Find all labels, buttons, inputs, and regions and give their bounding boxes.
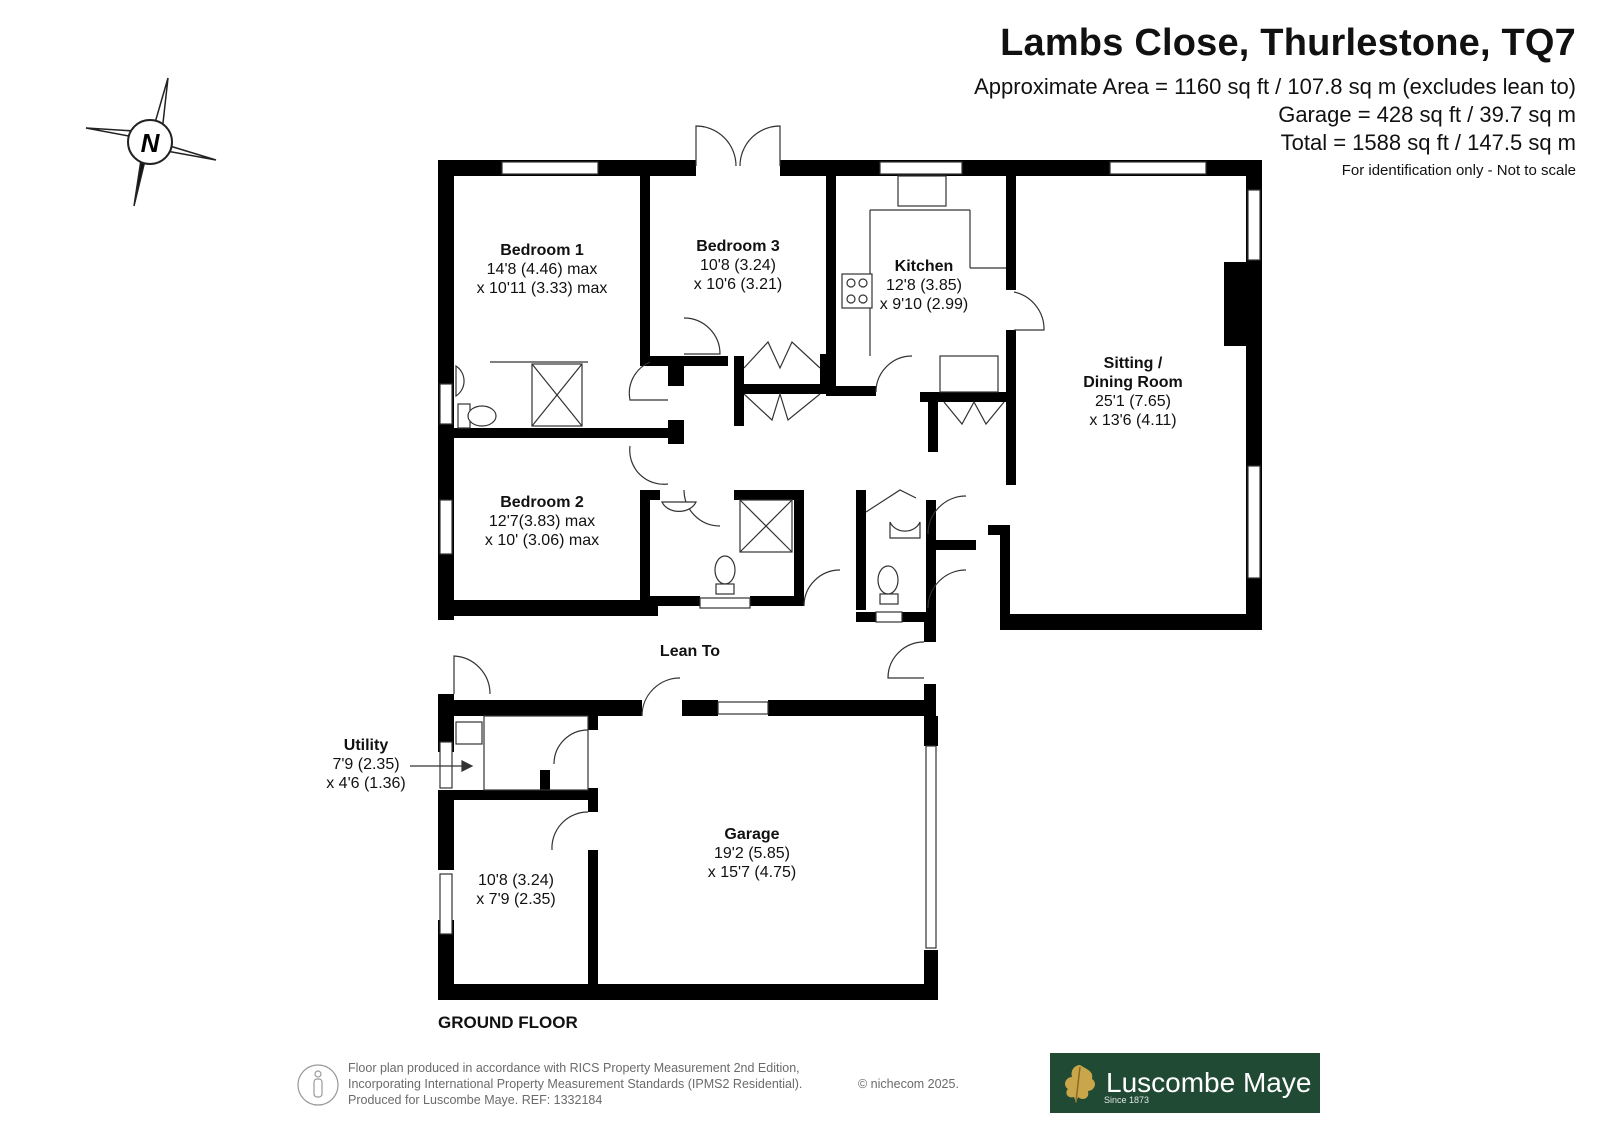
room-dim-garage-1: 19'2 (5.85) [714,845,790,862]
utility-sink-icon [455,721,483,745]
total-area: Total = 1588 sq ft / 147.5 sq m [1280,130,1576,155]
windows [439,161,1261,949]
footer-line-3: Produced for Luscombe Maye. REF: 1332184 [348,1093,603,1107]
room-dim-utility-2: x 4'6 (1.36) [326,775,406,792]
room-dim-bedroom2-1: 12'7(3.83) max [489,513,595,530]
room-dim-bedroom2-2: x 10' (3.06) max [485,532,599,549]
brand-name: Luscombe Maye [1106,1067,1312,1098]
room-name-lean-to: Lean To [660,643,720,660]
person-icon [297,1064,339,1106]
approximate-area: Approximate Area = 1160 sq ft / 107.8 sq… [974,74,1576,99]
footer-copyright: © nichecom 2025. [858,1077,959,1091]
footer-notes: Floor plan produced in accordance with R… [348,1060,959,1108]
garage-area: Garage = 428 sq ft / 39.7 sq m [1278,102,1576,127]
room-dim-bedroom3-2: x 10'6 (3.21) [694,276,782,293]
basin-icon [661,501,697,512]
room-dim-store-2: x 7'9 (2.35) [476,891,556,908]
compass-icon: N [85,77,217,207]
footer-line-1: Floor plan produced in accordance with R… [348,1061,800,1075]
kitchen-sink-icon [897,175,947,207]
room-dim-garage-2: x 15'7 (4.75) [708,864,796,881]
toilet-icon [877,565,899,595]
sanitary-fittings [455,175,947,791]
room-dim-bedroom1-2: x 10'11 (3.33) max [477,280,608,297]
room-dim-sitting-1: 25'1 (7.65) [1095,393,1171,410]
toilet-icon [714,555,736,585]
footer-line-2: Incorporating International Property Mea… [348,1077,803,1091]
doors [453,125,1045,851]
compass-north-label: N [141,128,161,158]
room-name-kitchen: Kitchen [895,258,954,275]
room-name-garage: Garage [724,826,779,843]
utility-pointer-arrow-icon [410,760,474,772]
room-dim-store-1: 10'8 (3.24) [478,872,554,889]
room-dim-kitchen-1: 12'8 (3.85) [886,277,962,294]
room-dim-kitchen-2: x 9'10 (2.99) [880,296,968,313]
oak-leaf-icon [1065,1065,1095,1103]
basin-icon [889,521,921,539]
cupboards [490,209,1006,513]
room-name-bedroom2: Bedroom 2 [500,494,584,511]
plan-title: Lambs Close, Thurlestone, TQ7 [1000,22,1576,64]
identification-note: For identification only - Not to scale [1341,162,1576,179]
room-name-bedroom3: Bedroom 3 [696,238,780,255]
room-dim-utility-1: 7'9 (2.35) [332,756,399,773]
room-dim-sitting-2: x 13'6 (4.11) [1089,412,1176,429]
room-dim-bedroom3-1: 10'8 (3.24) [700,257,776,274]
toilet-icon [467,405,497,427]
floor-label: GROUND FLOOR [438,1013,578,1032]
room-name-sitting-1: Sitting / [1104,355,1163,372]
brand-since: Since 1873 [1104,1095,1150,1105]
basin-icon [455,364,465,398]
room-name-sitting-2: Dining Room [1083,374,1183,391]
hob-icon [841,273,873,309]
room-dim-bedroom1-1: 14'8 (4.46) max [487,261,598,278]
room-name-utility: Utility [344,737,389,754]
brand-logo: Luscombe Maye Since 1873 [1050,1053,1320,1113]
walls [438,160,1262,1000]
room-name-bedroom1: Bedroom 1 [500,242,584,259]
